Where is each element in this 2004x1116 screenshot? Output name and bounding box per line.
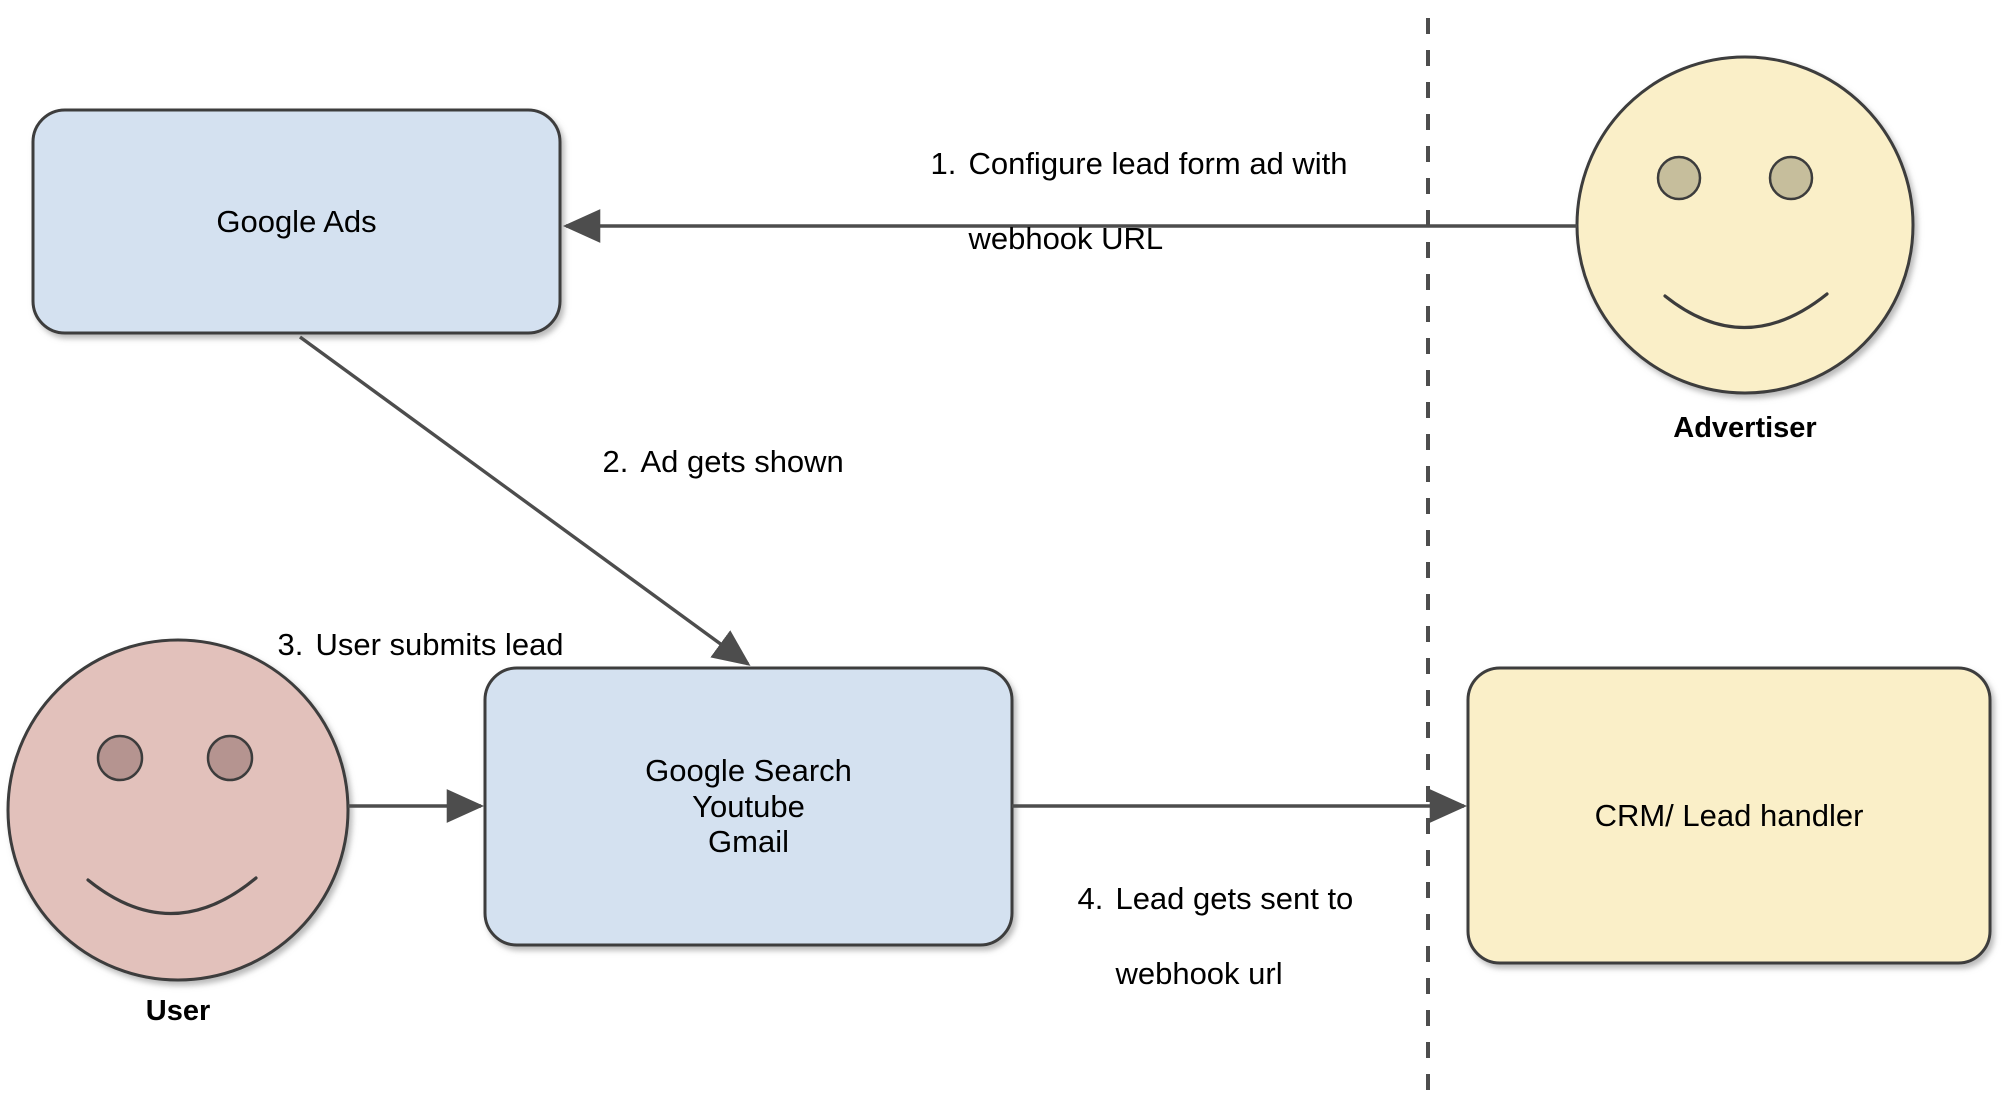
edge-step-2-line1: Ad gets shown xyxy=(640,443,844,479)
user-right-eye-icon xyxy=(206,734,254,782)
google-surfaces-node[interactable] xyxy=(485,668,1012,945)
user-face-icon[interactable] xyxy=(6,638,350,982)
user-smile-icon xyxy=(86,876,258,916)
edge-step-2-number: 2. xyxy=(602,443,629,479)
advertiser-caption: Advertiser xyxy=(1673,412,1817,444)
edge-step-1-label: 1. Configure lead form ad with webhook UR… xyxy=(896,107,1348,296)
advertiser-smile-icon xyxy=(1663,292,1829,330)
advertiser-left-eye-icon xyxy=(1656,155,1702,201)
google-ads-box[interactable] xyxy=(31,108,562,335)
edge-step-3-label: 3. User submits lead xyxy=(243,588,564,701)
advertiser-actor[interactable] xyxy=(1577,57,1913,393)
edge-step-4-label: 4. Lead gets sent to webhook url xyxy=(1043,842,1353,1031)
edge-step-2-label: 2. Ad gets shown xyxy=(568,405,844,518)
edge-step-4-line2: webhook url xyxy=(1115,956,1283,992)
crm-lead-handler-box[interactable] xyxy=(1466,666,1992,965)
crm-lead-handler-node[interactable] xyxy=(1468,668,1990,963)
edge-step-1-line1: Configure lead form ad with xyxy=(968,145,1348,181)
edge-step-4-number: 4. xyxy=(1077,880,1104,916)
edge-step-1-line2: webhook URL xyxy=(968,221,1164,257)
edge-step-3-number: 3. xyxy=(277,626,304,662)
user-actor[interactable] xyxy=(8,640,348,980)
google-ads-node[interactable] xyxy=(33,110,560,333)
advertiser-right-eye-icon xyxy=(1768,155,1814,201)
edge-step-3-line1: User submits lead xyxy=(315,626,564,662)
user-left-eye-icon xyxy=(96,734,144,782)
edge-step-1-number: 1. xyxy=(930,145,957,181)
user-caption: User xyxy=(145,995,211,1027)
edge-step-2-line xyxy=(298,335,751,666)
edge-step-4-line1: Lead gets sent to xyxy=(1115,880,1354,916)
